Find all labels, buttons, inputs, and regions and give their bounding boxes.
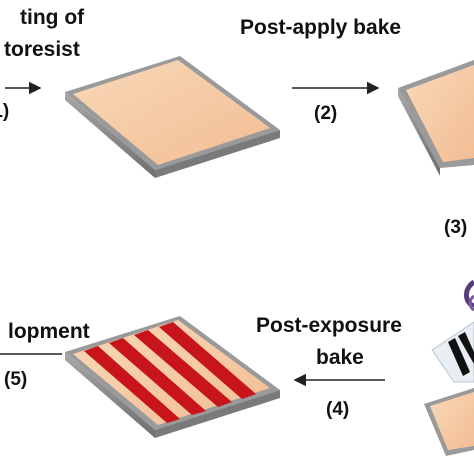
step-3-number: (3) (444, 217, 468, 238)
step-1-label-line-2: toresist (4, 38, 80, 61)
resist-pattern-stripes (84, 322, 256, 423)
step-5-label: lopment (8, 320, 90, 343)
step-2-label: Post-apply bake (240, 16, 402, 39)
step-1-number: (1) (0, 101, 10, 122)
step-4-label-line-2: bake (316, 346, 364, 369)
wafer-post-apply-bake (398, 60, 474, 176)
wafer-developed (65, 316, 280, 438)
exposure-setup (424, 279, 474, 456)
step-1-label-line-1: ting of (20, 6, 85, 29)
light-beam (464, 279, 474, 309)
wafer-coated (65, 56, 280, 178)
step-4-number: (4) (326, 399, 350, 420)
step-5-number: (5) (4, 369, 28, 390)
step-2-number: (2) (314, 103, 338, 124)
step-4-label-line-1: Post-exposure (256, 314, 402, 337)
